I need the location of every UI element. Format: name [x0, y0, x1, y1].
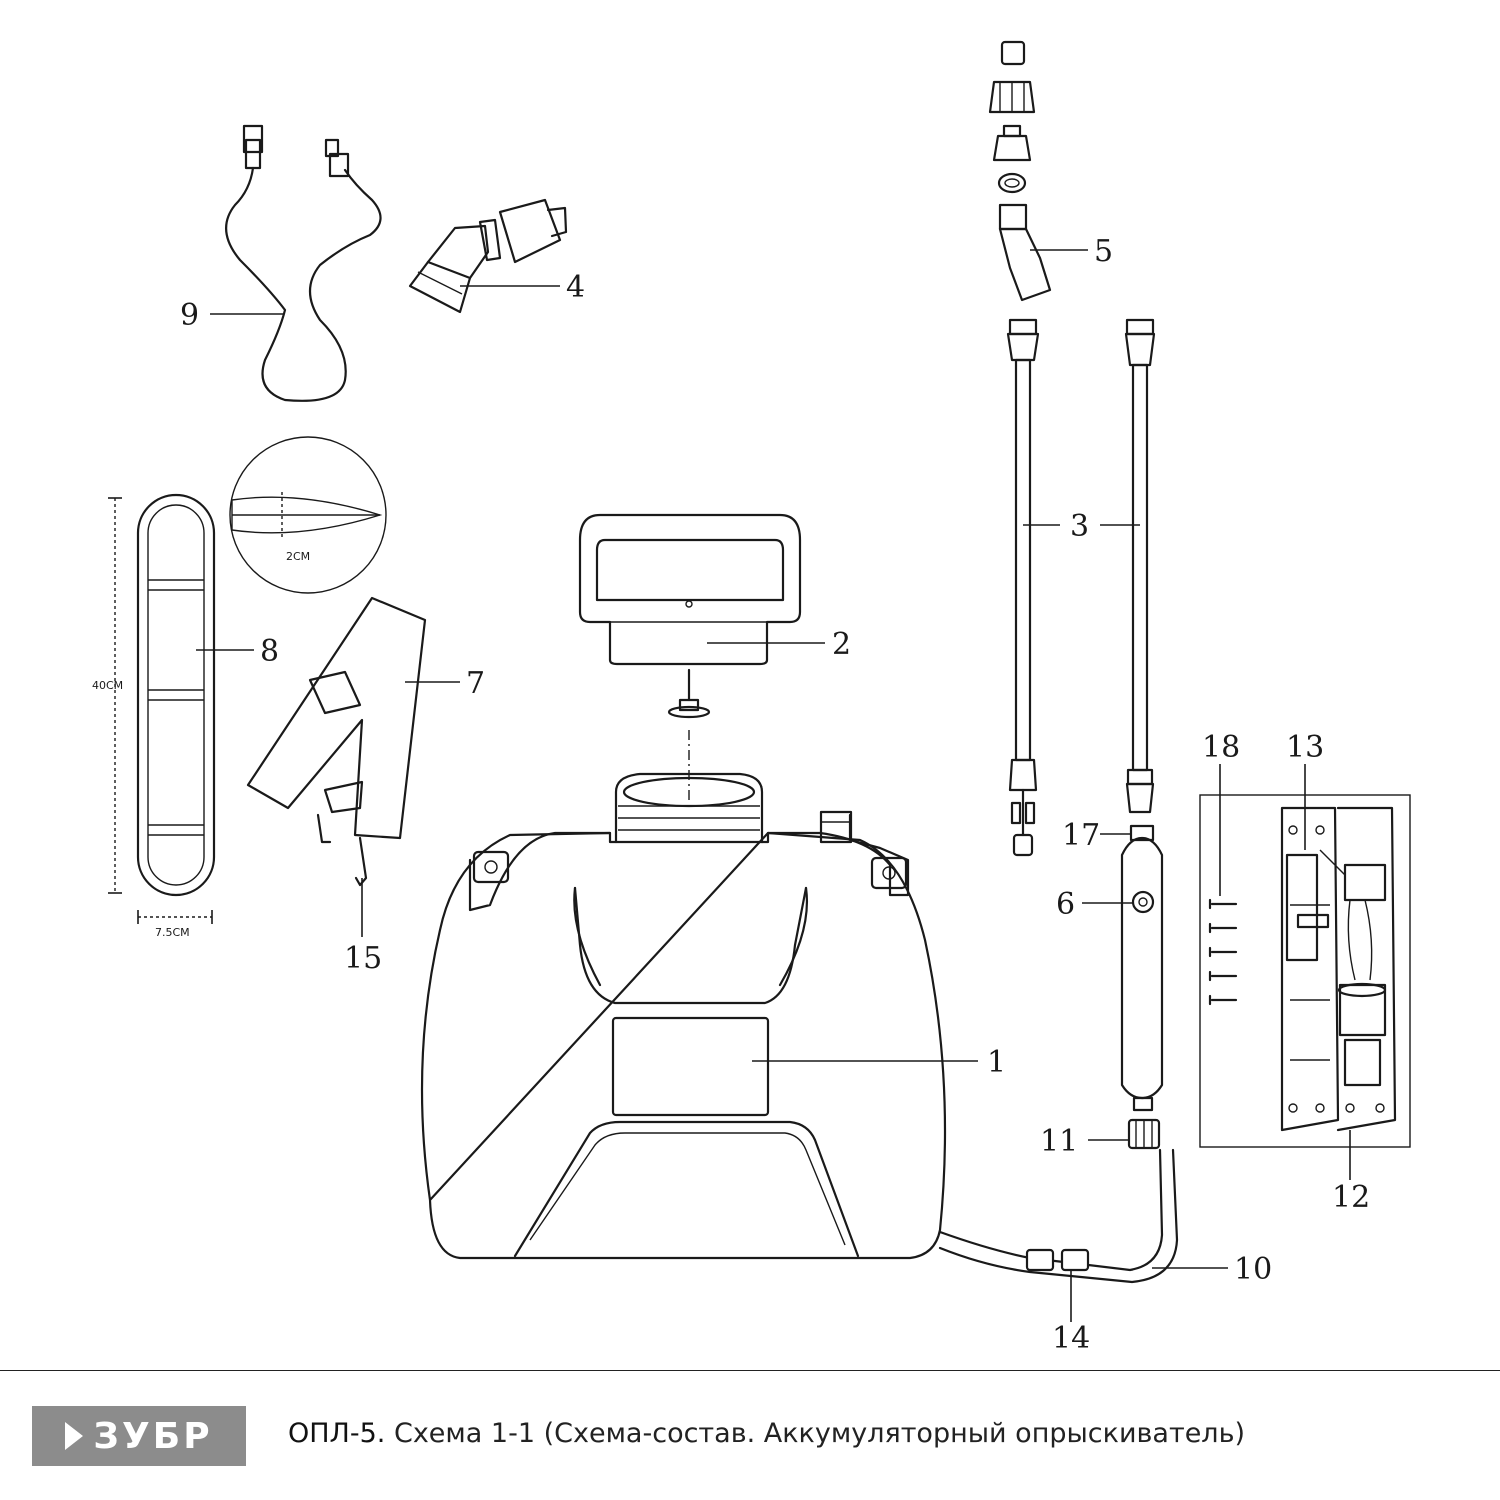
brand-name: ЗУБР: [93, 1415, 213, 1457]
hose-part: [938, 1118, 1179, 1284]
dim-strap-length: 40CM: [92, 679, 123, 692]
nozzle-elbow-part: [408, 198, 568, 314]
tank-part: [420, 772, 947, 1260]
pump-handle-part: [578, 513, 802, 802]
callout-3-left: 3: [1070, 509, 1089, 544]
shoulder-pad-part: [108, 436, 387, 924]
callout-13: 13: [1286, 730, 1324, 765]
footer-divider: [0, 1370, 1500, 1371]
dim-strap-width: 7.5CM: [155, 926, 190, 939]
callout-5: 5: [1094, 234, 1113, 269]
callout-11: 11: [1040, 1124, 1078, 1159]
shoulder-strap-part: [246, 596, 427, 887]
callout-10: 10: [1234, 1252, 1272, 1287]
callout-4: 4: [566, 270, 585, 305]
usb-cable-part: [225, 124, 382, 402]
brand-logo: ЗУБР: [32, 1406, 246, 1466]
callout-12: 12: [1332, 1180, 1370, 1215]
leader-lines: [196, 249, 1351, 1322]
callout-18: 18: [1202, 730, 1240, 765]
nozzle-head-part: [988, 40, 1052, 302]
dim-thickness: 2CM: [286, 550, 310, 563]
callout-17: 17: [1062, 818, 1100, 853]
callout-8: 8: [260, 634, 279, 669]
lance-part-right: [1124, 318, 1156, 814]
callout-14: 14: [1052, 1321, 1090, 1356]
caption-text: Схема 1-1 (Схема-состав. Аккумуляторный …: [393, 1418, 1246, 1449]
figure-caption: ОПЛ-5. Схема 1-1 (Схема-состав. Аккумуля…: [288, 1418, 1245, 1449]
callout-2: 2: [832, 627, 851, 662]
trigger-handle-part: [1120, 824, 1164, 1112]
callout-7: 7: [466, 666, 485, 701]
callout-1: 1: [987, 1045, 1006, 1080]
callout-9: 9: [180, 298, 199, 333]
model-name: ОПЛ-5.: [288, 1418, 386, 1449]
brand-arrow-icon: [65, 1422, 84, 1450]
callout-15: 15: [344, 941, 382, 976]
exploded-parts-diagram: 1 2 3 3 4 5 6 7 8 9 10 11 12 13 14 15 17…: [92, 40, 1411, 1356]
dimension-labels: 40CM 7.5CM 2CM: [92, 550, 310, 939]
callout-6: 6: [1056, 887, 1075, 922]
screws-part: [1208, 898, 1238, 1006]
callout-labels: 1 2 3 3 4 5 6 7 8 9 10 11 12 13 14 15 17…: [180, 234, 1370, 1356]
lance-part-left: [1006, 318, 1040, 857]
